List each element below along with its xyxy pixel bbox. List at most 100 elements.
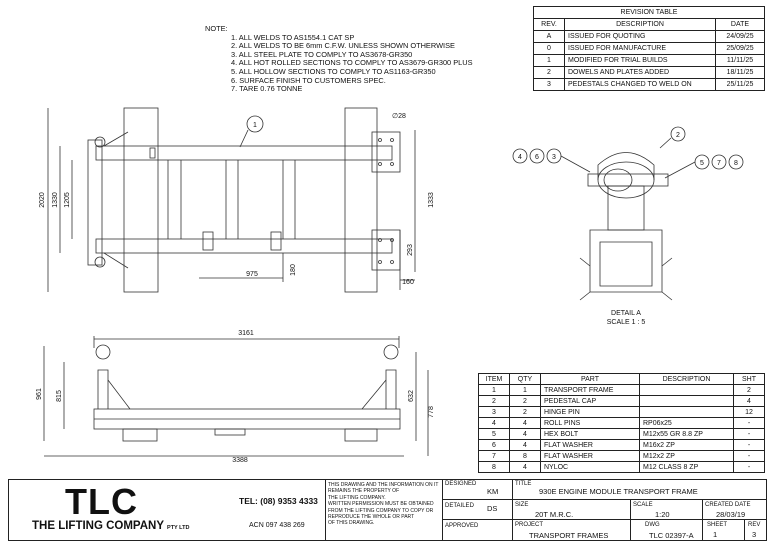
detailed-label: DETAILED bbox=[445, 503, 474, 509]
company-name: THE LIFTING COMPANY PTY LTD bbox=[32, 520, 189, 532]
dim-975: 975 bbox=[246, 271, 258, 278]
notes-block: NOTE: 1. ALL WELDS TO AS1554.1 CAT SP 2.… bbox=[205, 24, 473, 94]
dim-1333: 1333 bbox=[428, 192, 435, 208]
detail-title: DETAIL A bbox=[611, 310, 641, 317]
bom-cell: 1 bbox=[478, 384, 510, 396]
dim-632: 632 bbox=[408, 390, 415, 402]
designed-label: DESIGNED bbox=[445, 481, 477, 487]
note-item: 5. ALL HOLLOW SECTIONS TO COMPLY TO AS11… bbox=[231, 66, 436, 76]
bom-cell: PEDESTAL CAP bbox=[540, 395, 640, 407]
dim-1205: 1205 bbox=[64, 192, 71, 208]
bom-cell: 4 bbox=[733, 395, 765, 407]
created-value: 28/03/19 bbox=[716, 510, 746, 519]
bom-cell: 3 bbox=[478, 406, 510, 418]
rev-label: REV bbox=[748, 522, 761, 528]
created-cell: CREATED DATE 28/03/19 bbox=[702, 499, 767, 520]
bom-cell: 8 bbox=[509, 450, 541, 462]
phone-number: TEL: (08) 9353 4333 bbox=[239, 496, 318, 506]
bom-header: QTY bbox=[509, 373, 541, 385]
dim-961: 961 bbox=[36, 388, 43, 400]
disclaimer-line: FROM THE LIFTING COMPANY TO COPY OR bbox=[328, 507, 434, 514]
plan-beam-left bbox=[123, 107, 159, 293]
bom-cell: 7 bbox=[478, 450, 510, 462]
plan-beam-right bbox=[344, 107, 378, 293]
dim-2020: 2020 bbox=[39, 192, 46, 208]
bom-cell: HINGE PIN bbox=[540, 406, 640, 418]
bom-cell: 4 bbox=[478, 417, 510, 429]
project-label: PROJECT bbox=[515, 522, 544, 528]
dwg-label: DWG bbox=[645, 522, 660, 528]
bom-cell: RP06x25 bbox=[639, 417, 734, 429]
company-suffix: PTY LTD bbox=[167, 525, 190, 531]
dwg-cell: DWG TLC 02397-A bbox=[630, 519, 703, 541]
bom-cell: 6 bbox=[478, 439, 510, 451]
bom-cell: M16x2 ZP bbox=[639, 439, 734, 451]
balloon-8: 8 bbox=[734, 160, 738, 167]
rev-cell: PEDESTALS CHANGED TO WELD ON bbox=[564, 78, 716, 91]
company-name-text: THE LIFTING COMPANY bbox=[32, 520, 164, 532]
dim-3161: 3161 bbox=[238, 330, 254, 337]
scale-value: 1:20 bbox=[655, 510, 670, 519]
bom-cell: TRANSPORT FRAME bbox=[540, 384, 640, 396]
bom-cell: 5 bbox=[478, 428, 510, 440]
detail-a-view bbox=[579, 152, 673, 301]
rev-value: 3 bbox=[752, 530, 757, 539]
note-item: 3. ALL STEEL PLATE TO COMPLY TO AS3678-G… bbox=[231, 49, 413, 59]
acn-number: ACN 097 438 269 bbox=[249, 522, 305, 529]
dim-dia28: ∅28 bbox=[392, 113, 406, 120]
approved-cell: APPROVED bbox=[442, 519, 513, 541]
bom-cell: - bbox=[733, 428, 765, 440]
designed-value: KM bbox=[487, 487, 499, 496]
bom-cell: 12 bbox=[733, 406, 765, 418]
title-cell: TITLE 930E ENGINE MODULE TRANSPORT FRAME bbox=[512, 479, 767, 500]
disclaimer-line: WRITTEN PERMISSION MUST BE OBTAINED bbox=[328, 501, 434, 508]
rev-cell: REV 3 bbox=[744, 519, 767, 541]
disclaimer-line: THE LIFTING COMPANY. bbox=[328, 494, 386, 501]
dim-778: 778 bbox=[428, 406, 435, 418]
sheet-value: 1 bbox=[713, 530, 718, 539]
bom-cell: 4 bbox=[509, 417, 541, 429]
drawing-canvas: 2020 1330 1205 1333 975 180 293 160 ∅28 … bbox=[36, 107, 744, 464]
bom-cell: - bbox=[733, 450, 765, 462]
notes-heading: NOTE: bbox=[205, 24, 228, 33]
note-item: 6. SURFACE FINISH TO CUSTOMERS SPEC. bbox=[231, 75, 386, 85]
detail-scale: SCALE 1 : 5 bbox=[607, 319, 646, 326]
bom-cell: - bbox=[733, 439, 765, 451]
dim-160: 160 bbox=[402, 279, 414, 286]
bom-cell: 4 bbox=[509, 461, 541, 473]
size-cell: SIZE 20T M.R.C. bbox=[512, 499, 631, 520]
bom-cell: 2 bbox=[478, 395, 510, 407]
bom-cell: M12 CLASS 8 ZP bbox=[639, 461, 734, 473]
note-item: 7. TARE 0.76 TONNE bbox=[231, 84, 303, 94]
bom-cell bbox=[639, 395, 734, 407]
bom-cell: 8 bbox=[478, 461, 510, 473]
balloon-3: 3 bbox=[552, 154, 556, 161]
disclaimer-line: REPRODUCE THE WHOLE OR PART bbox=[328, 514, 415, 521]
approved-label: APPROVED bbox=[445, 523, 479, 529]
balloon-5: 5 bbox=[700, 160, 704, 167]
bom-header: ITEM bbox=[478, 373, 510, 385]
dim-1330: 1330 bbox=[52, 192, 59, 208]
balloon-2: 2 bbox=[676, 132, 680, 139]
bom-cell: FLAT WASHER bbox=[540, 439, 640, 451]
project-value: TRANSPORT FRAMES bbox=[529, 531, 609, 540]
bom-header: PART bbox=[540, 373, 640, 385]
size-label: SIZE bbox=[515, 502, 529, 508]
bom-cell bbox=[639, 384, 734, 396]
bom-cell: 1 bbox=[509, 384, 541, 396]
bom-cell bbox=[639, 406, 734, 418]
disclaimer-line: OF THIS DRAWING. bbox=[328, 520, 375, 527]
bom-cell: M12x2 ZP bbox=[639, 450, 734, 462]
bom-header: SHT bbox=[733, 373, 765, 385]
bom-cell: 4 bbox=[509, 439, 541, 451]
detailed-cell: DETAILED DS bbox=[442, 499, 513, 520]
disclaimer-box: THIS DRAWING AND THE INFORMATION ON IT R… bbox=[325, 479, 443, 541]
